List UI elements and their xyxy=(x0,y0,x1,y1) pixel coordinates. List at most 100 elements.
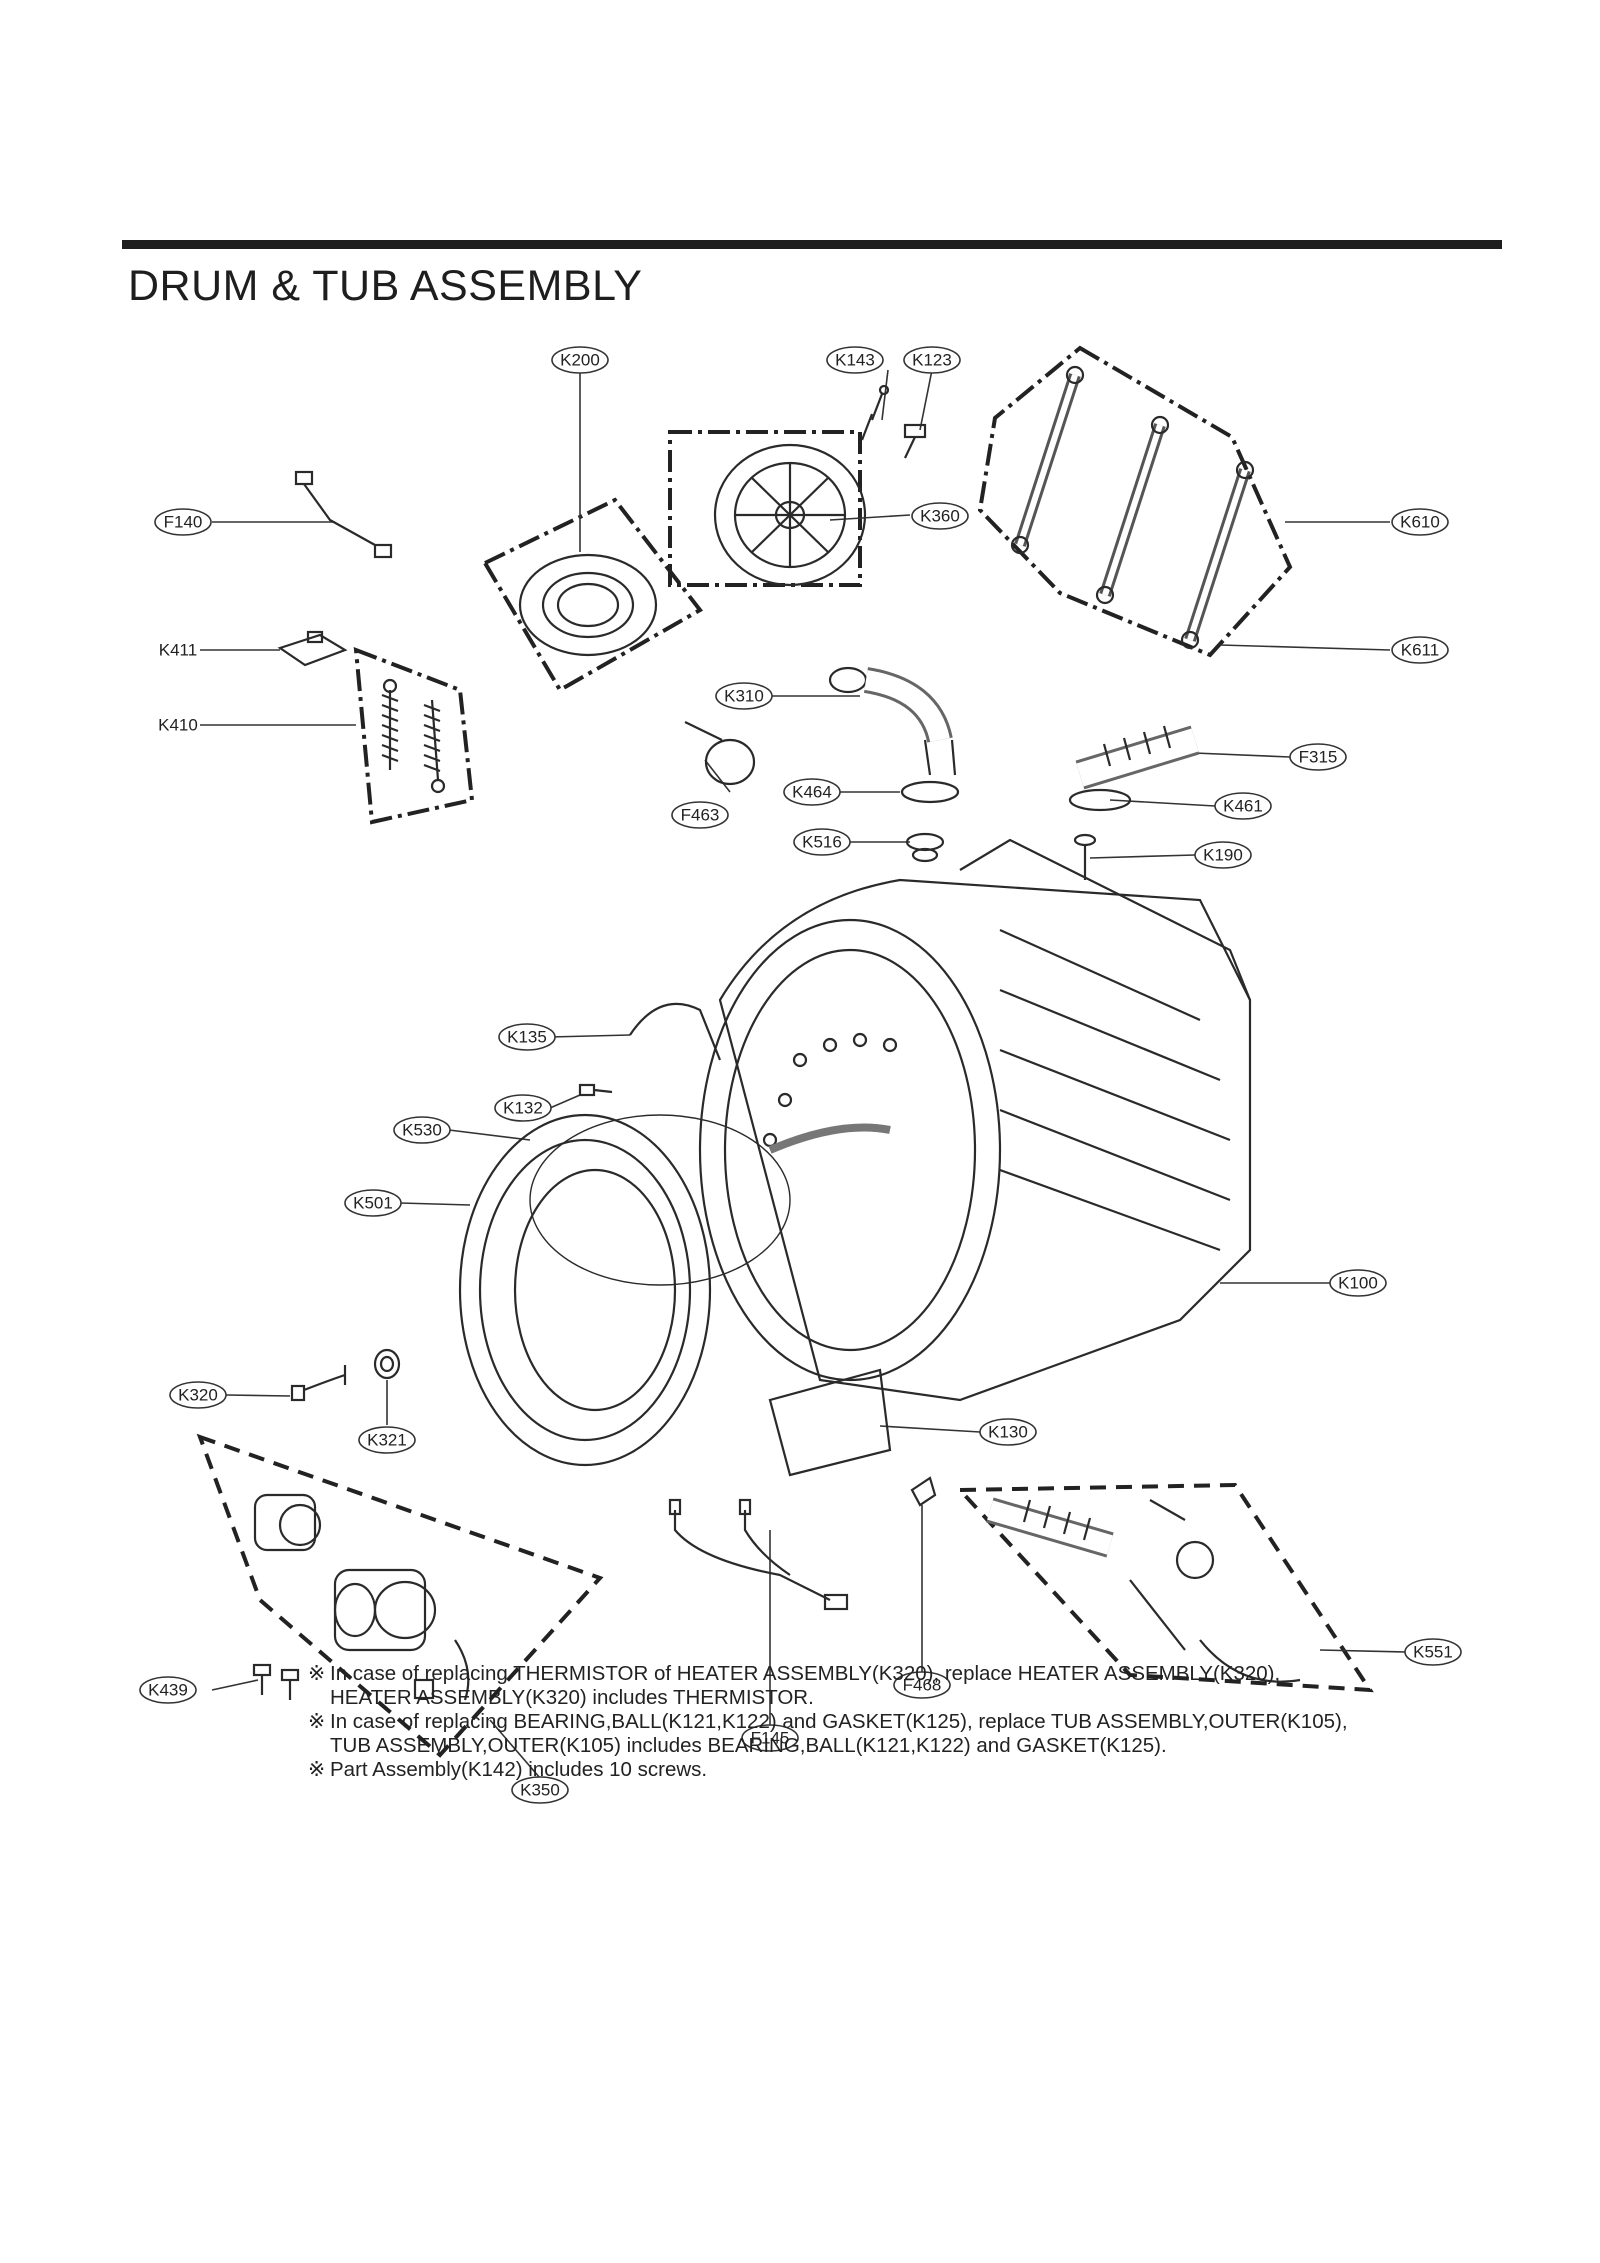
callout-k611: K611 xyxy=(1401,641,1439,660)
dashed-group-boxes xyxy=(196,1433,1374,1758)
callout-oval-k321 xyxy=(358,1426,416,1454)
callout-oval-k132 xyxy=(494,1094,552,1122)
callout-oval-k464 xyxy=(783,778,841,806)
callout-oval-k610 xyxy=(1391,508,1449,536)
callout-oval-k360 xyxy=(911,502,969,530)
note-mark-icon: ※ xyxy=(308,1710,326,1733)
callout-k132: K132 xyxy=(503,1099,543,1118)
note-mark-icon: ※ xyxy=(308,1758,326,1781)
callout-oval-k551 xyxy=(1404,1638,1462,1666)
callout-k320: K320 xyxy=(178,1386,218,1405)
k350-pump xyxy=(253,1493,470,1701)
callout-k439: K439 xyxy=(148,1681,188,1700)
dampers xyxy=(1010,365,1255,650)
footnotes: ※In case of replacing THERMISTOR of HEAT… xyxy=(308,1662,1448,1782)
callout-f468: F468 xyxy=(903,1676,942,1695)
callout-oval-k130 xyxy=(979,1418,1037,1446)
rotor xyxy=(713,443,867,587)
callout-oval-k100 xyxy=(1329,1269,1387,1297)
tub xyxy=(698,838,1252,1402)
note-1-text-b: HEATER ASSEMBLY(K320) includes THERMISTO… xyxy=(330,1686,814,1709)
rotor-group-box xyxy=(482,497,703,693)
callout-f140: F140 xyxy=(164,513,203,532)
callout-oval-k611 xyxy=(1391,636,1449,664)
header-rule xyxy=(122,240,1502,249)
callout-k461: K461 xyxy=(1223,797,1263,816)
note-3-line-1: ※Part Assembly(K142) includes 10 screws. xyxy=(308,1758,1448,1782)
callout-k530: K530 xyxy=(402,1121,442,1140)
leader-lines xyxy=(200,369,1406,1779)
note-1-text-a: In case of replacing THERMISTOR of HEATE… xyxy=(330,1662,1281,1685)
callout-f315: F315 xyxy=(1299,748,1338,767)
callout-k610: K610 xyxy=(1400,513,1440,532)
k320-heater xyxy=(290,1365,347,1402)
parts xyxy=(252,365,1301,1701)
f140-harness xyxy=(294,470,393,559)
note-2-text-b: TUB ASSEMBLY,OUTER(K105) includes BEARIN… xyxy=(330,1734,1167,1757)
k516-grommet xyxy=(905,832,945,863)
callout-oval-k439 xyxy=(139,1676,197,1704)
callout-k123: K123 xyxy=(912,351,952,370)
callout-k551: K551 xyxy=(1413,1643,1453,1662)
note-1-line-1: ※In case of replacing THERMISTOR of HEAT… xyxy=(308,1662,1448,1686)
callout-oval-k310 xyxy=(715,682,773,710)
k411-clip xyxy=(277,630,348,667)
callout-k200: K200 xyxy=(560,351,600,370)
callout-k190: K190 xyxy=(1203,846,1243,865)
stator-group-box xyxy=(668,430,862,587)
callout-oval-k143 xyxy=(826,346,884,374)
callout-k310: K310 xyxy=(724,687,764,706)
callout-oval-f140 xyxy=(154,508,212,536)
page-title: DRUM & TUB ASSEMBLY xyxy=(128,262,643,310)
note-2-line-2: TUB ASSEMBLY,OUTER(K105) includes BEARIN… xyxy=(308,1734,1448,1758)
f463-cap xyxy=(684,721,756,786)
k310-hose xyxy=(828,666,957,776)
damper-group-box xyxy=(977,345,1293,658)
callout-k410: K410 xyxy=(158,716,198,735)
k130-weight xyxy=(768,1368,892,1477)
pump-group-box xyxy=(196,1433,604,1758)
callout-k130: K130 xyxy=(988,1423,1028,1442)
callout-oval-k501 xyxy=(344,1189,402,1217)
k132-screw xyxy=(578,1083,613,1097)
callout-k501: K501 xyxy=(353,1194,393,1213)
callout-k135: K135 xyxy=(507,1028,547,1047)
callout-oval-f315 xyxy=(1289,743,1347,771)
callout-oval-f463 xyxy=(671,801,729,829)
note-3-text: Part Assembly(K142) includes 10 screws. xyxy=(330,1758,708,1781)
hose-group-box xyxy=(955,1482,1374,1693)
group-boxes xyxy=(353,345,1293,825)
callout-oval-k530 xyxy=(393,1116,451,1144)
callout-oval-k135 xyxy=(498,1023,556,1051)
k501-front-ring xyxy=(458,1113,712,1467)
callout-oval-k516 xyxy=(793,828,851,856)
f315-hose xyxy=(1075,725,1200,790)
callout-k464: K464 xyxy=(792,783,832,802)
callout-labels: K200 K143 K123 K360 F140 K610 K611 K411 … xyxy=(148,351,1453,1800)
f468-sensor xyxy=(910,1476,937,1507)
callout-k100: K100 xyxy=(1338,1274,1378,1293)
callout-oval-k123 xyxy=(903,346,961,374)
note-2-line-1: ※In case of replacing BEARING,BALL(K121,… xyxy=(308,1710,1448,1734)
callout-k516: K516 xyxy=(802,833,842,852)
rotor-bolts xyxy=(860,384,927,459)
callout-oval-f468 xyxy=(893,1671,951,1699)
callout-k321: K321 xyxy=(367,1431,407,1450)
f145-harness xyxy=(668,1498,849,1611)
stator xyxy=(518,553,658,657)
callout-k360: K360 xyxy=(920,507,960,526)
note-1-line-2: HEATER ASSEMBLY(K320) includes THERMISTO… xyxy=(308,1686,1448,1710)
spring-group-box xyxy=(353,646,475,825)
k135-bracket xyxy=(629,1002,722,1061)
note-mark-icon: ※ xyxy=(308,1662,326,1685)
callout-oval-k320 xyxy=(169,1381,227,1409)
springs xyxy=(381,678,446,794)
callout-k350: K350 xyxy=(520,1781,560,1800)
callout-k411: K411 xyxy=(159,641,197,660)
callout-f145: F145 xyxy=(751,1729,790,1748)
k530-wire xyxy=(529,1114,791,1286)
callout-ovals xyxy=(139,346,1462,1804)
callout-k143: K143 xyxy=(835,351,875,370)
callout-f463: F463 xyxy=(681,806,720,825)
